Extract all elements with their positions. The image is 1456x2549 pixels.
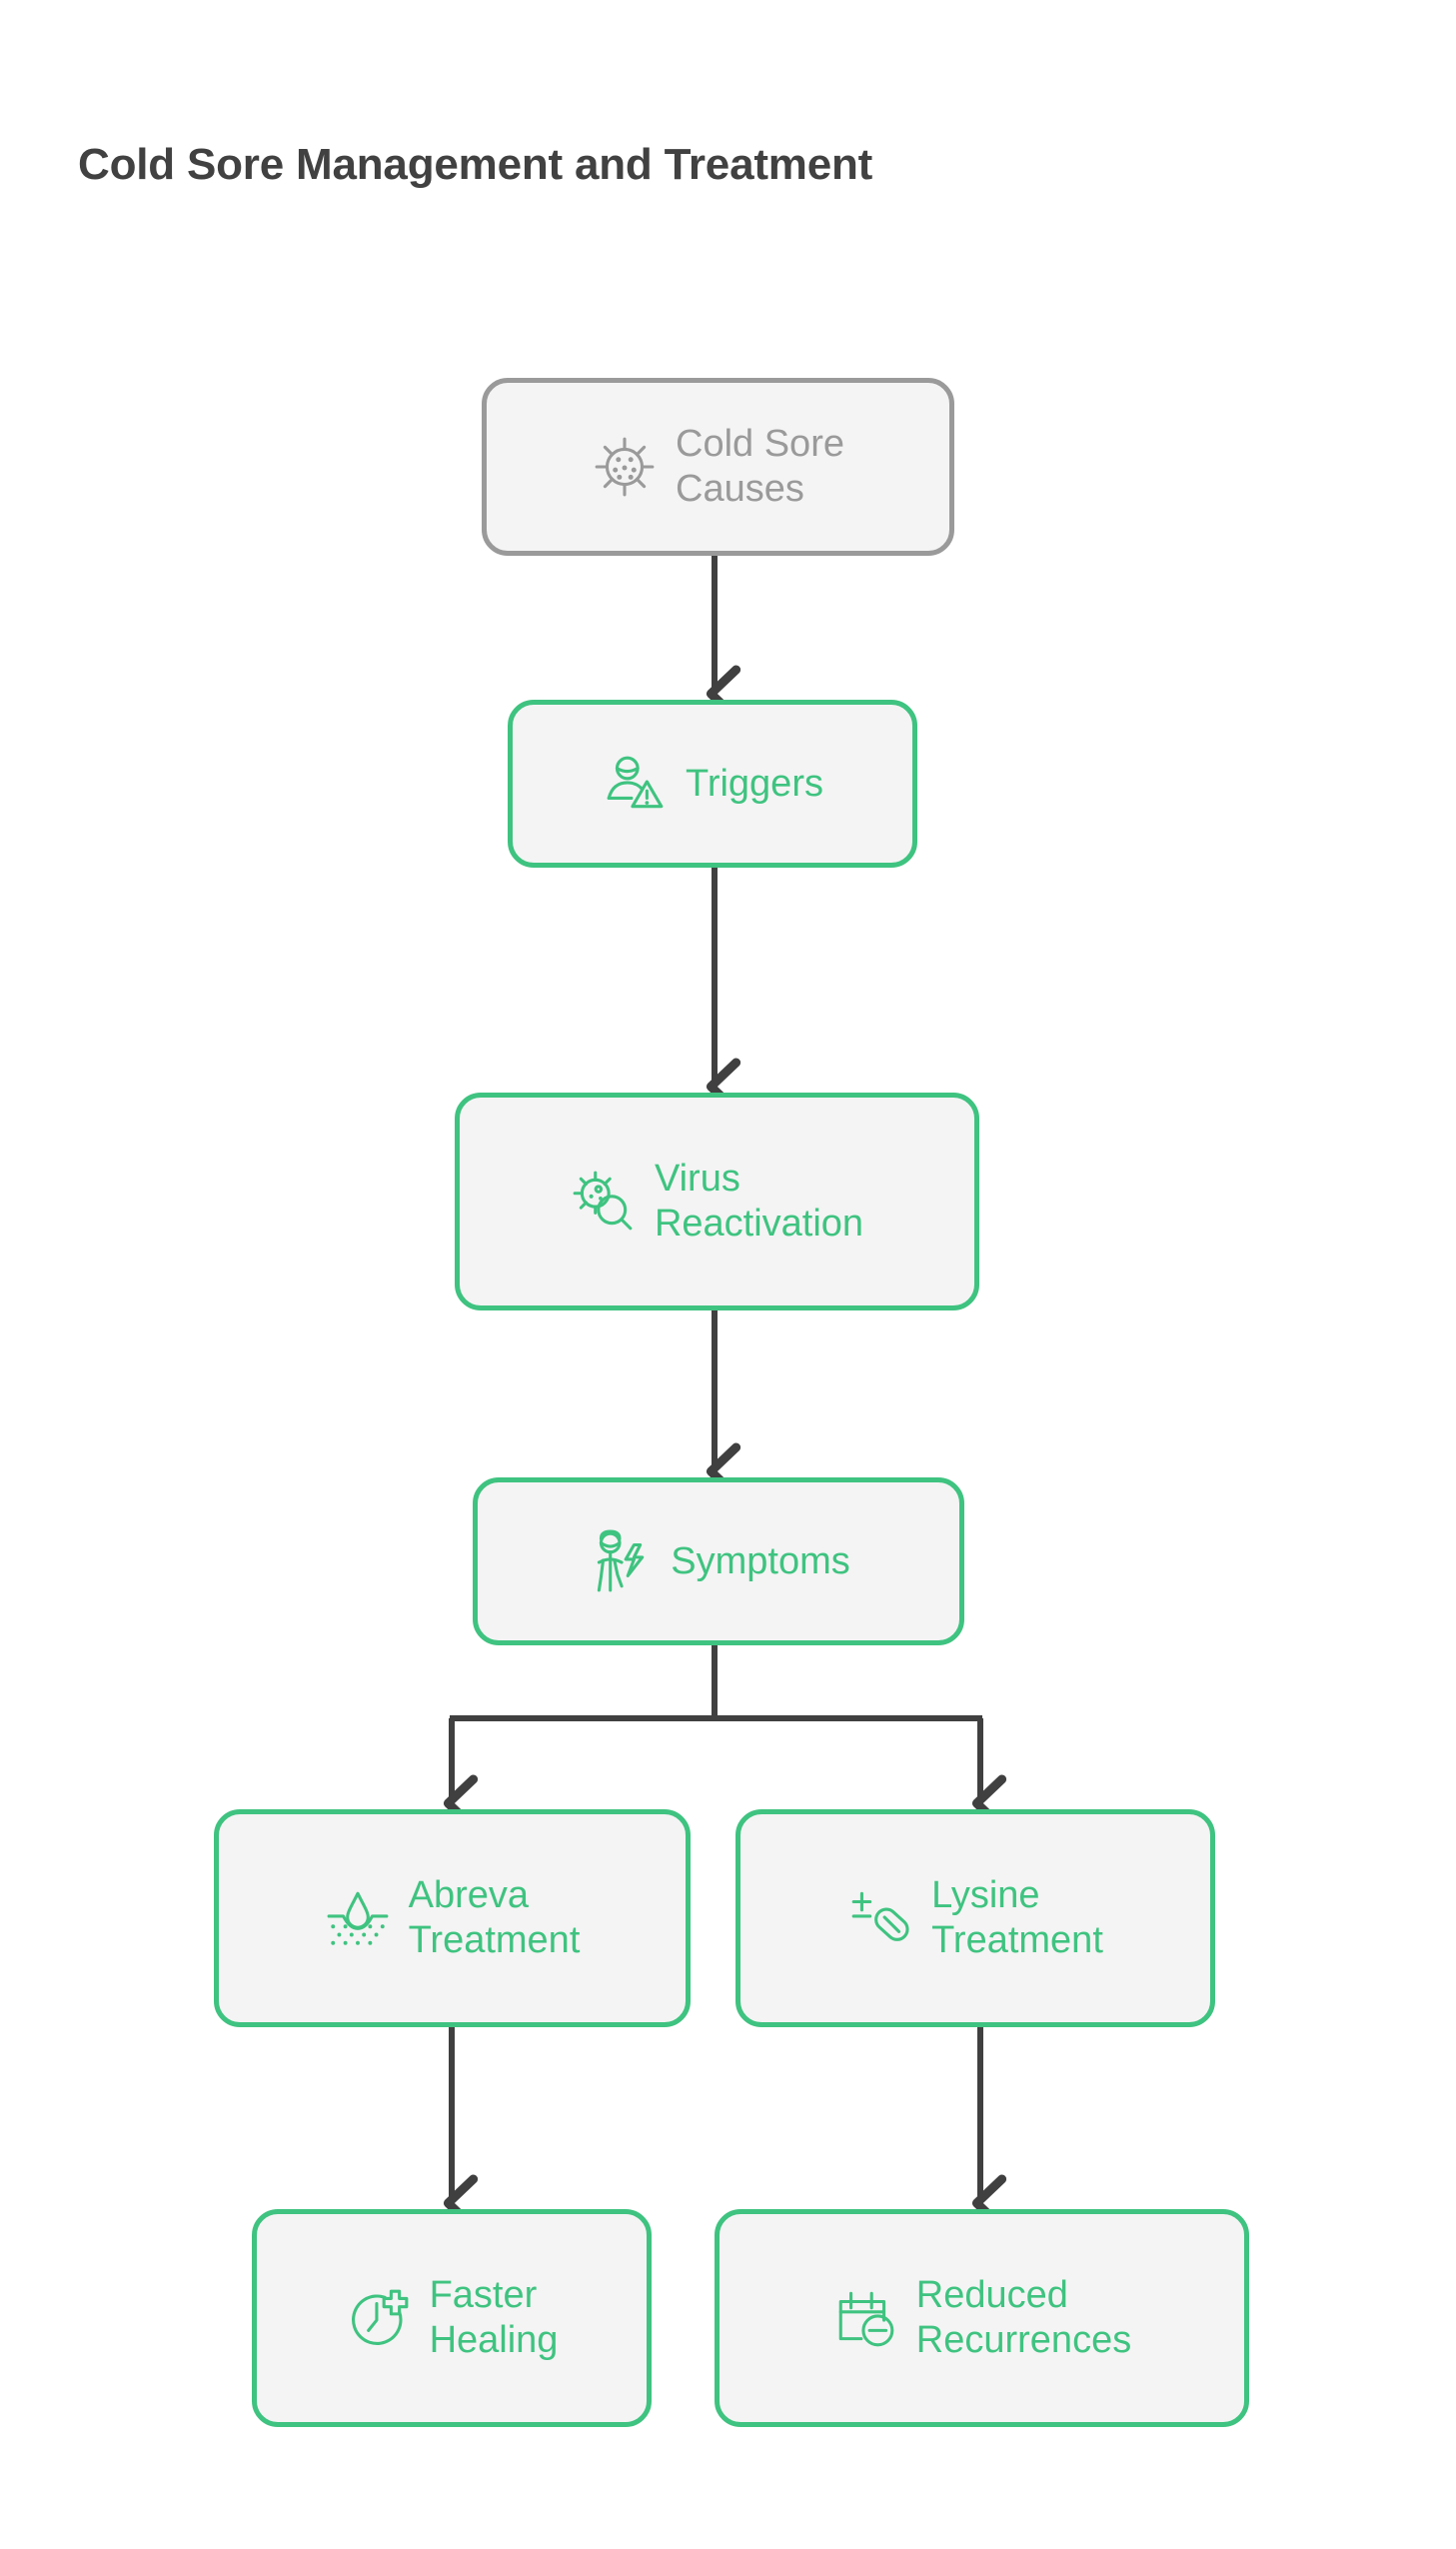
virus-icon	[592, 434, 658, 500]
node-symptoms[interactable]: Symptoms	[473, 1477, 964, 1645]
skin-droplet-icon	[325, 1885, 391, 1951]
node-label-symptoms: Symptoms	[671, 1539, 850, 1582]
person-warning-icon	[602, 751, 668, 817]
virus-magnifier-icon	[571, 1169, 637, 1235]
node-label-virus-reactivation: Virus Reactivation	[654, 1158, 864, 1245]
node-lysine-treatment[interactable]: Lysine Treatment	[735, 1809, 1215, 2027]
node-label-faster-healing: Faster Healing	[429, 2274, 559, 2361]
node-label-cold-sore-causes: Cold Sore Causes	[676, 423, 844, 510]
node-reduced-recurrences[interactable]: Reduced Recurrences	[715, 2209, 1249, 2427]
clock-plus-icon	[346, 2285, 412, 2351]
person-lightning-icon	[587, 1528, 653, 1594]
node-abreva-treatment[interactable]: Abreva Treatment	[214, 1809, 691, 2027]
node-label-abreva-treatment: Abreva Treatment	[408, 1874, 581, 1961]
node-cold-sore-causes[interactable]: Cold Sore Causes	[482, 378, 954, 556]
supplement-pill-icon	[847, 1885, 913, 1951]
node-triggers[interactable]: Triggers	[508, 700, 917, 868]
node-virus-reactivation[interactable]: Virus Reactivation	[455, 1093, 979, 1310]
calendar-minus-icon	[832, 2285, 898, 2351]
node-label-reduced-recurrences: Reduced Recurrences	[915, 2274, 1132, 2361]
page-title: Cold Sore Management and Treatment	[78, 140, 873, 189]
node-label-triggers: Triggers	[686, 762, 823, 805]
node-faster-healing[interactable]: Faster Healing	[252, 2209, 652, 2427]
node-label-lysine-treatment: Lysine Treatment	[931, 1874, 1103, 1961]
